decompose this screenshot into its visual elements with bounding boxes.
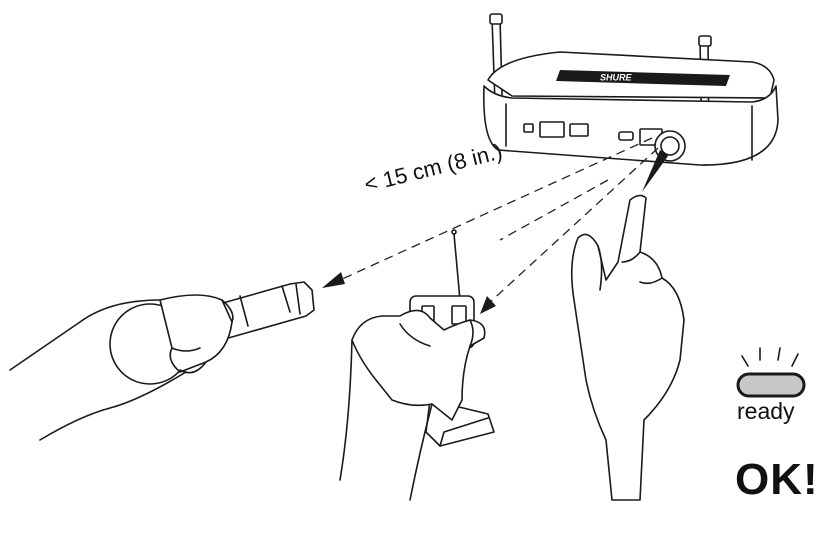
ready-label: ready: [737, 398, 795, 424]
arrowhead-to-bodypack: [480, 296, 496, 314]
wireless-receiver: SHURE: [482, 13, 779, 166]
hand-holding-microphone: [9, 294, 234, 441]
ready-led-indicator: [736, 347, 806, 398]
pointing-hand: [570, 194, 685, 501]
arrowhead-to-microphone: [322, 272, 345, 288]
hand-holding-bodypack: [339, 309, 486, 501]
ir-sync-paths: [322, 137, 659, 314]
ready-led-light: [736, 372, 806, 398]
press-arrow: [642, 150, 668, 192]
receiver-logo-band: [556, 70, 730, 86]
receiver-brand-logo: SHURE: [600, 73, 633, 83]
ok-label: OK!: [735, 455, 818, 504]
